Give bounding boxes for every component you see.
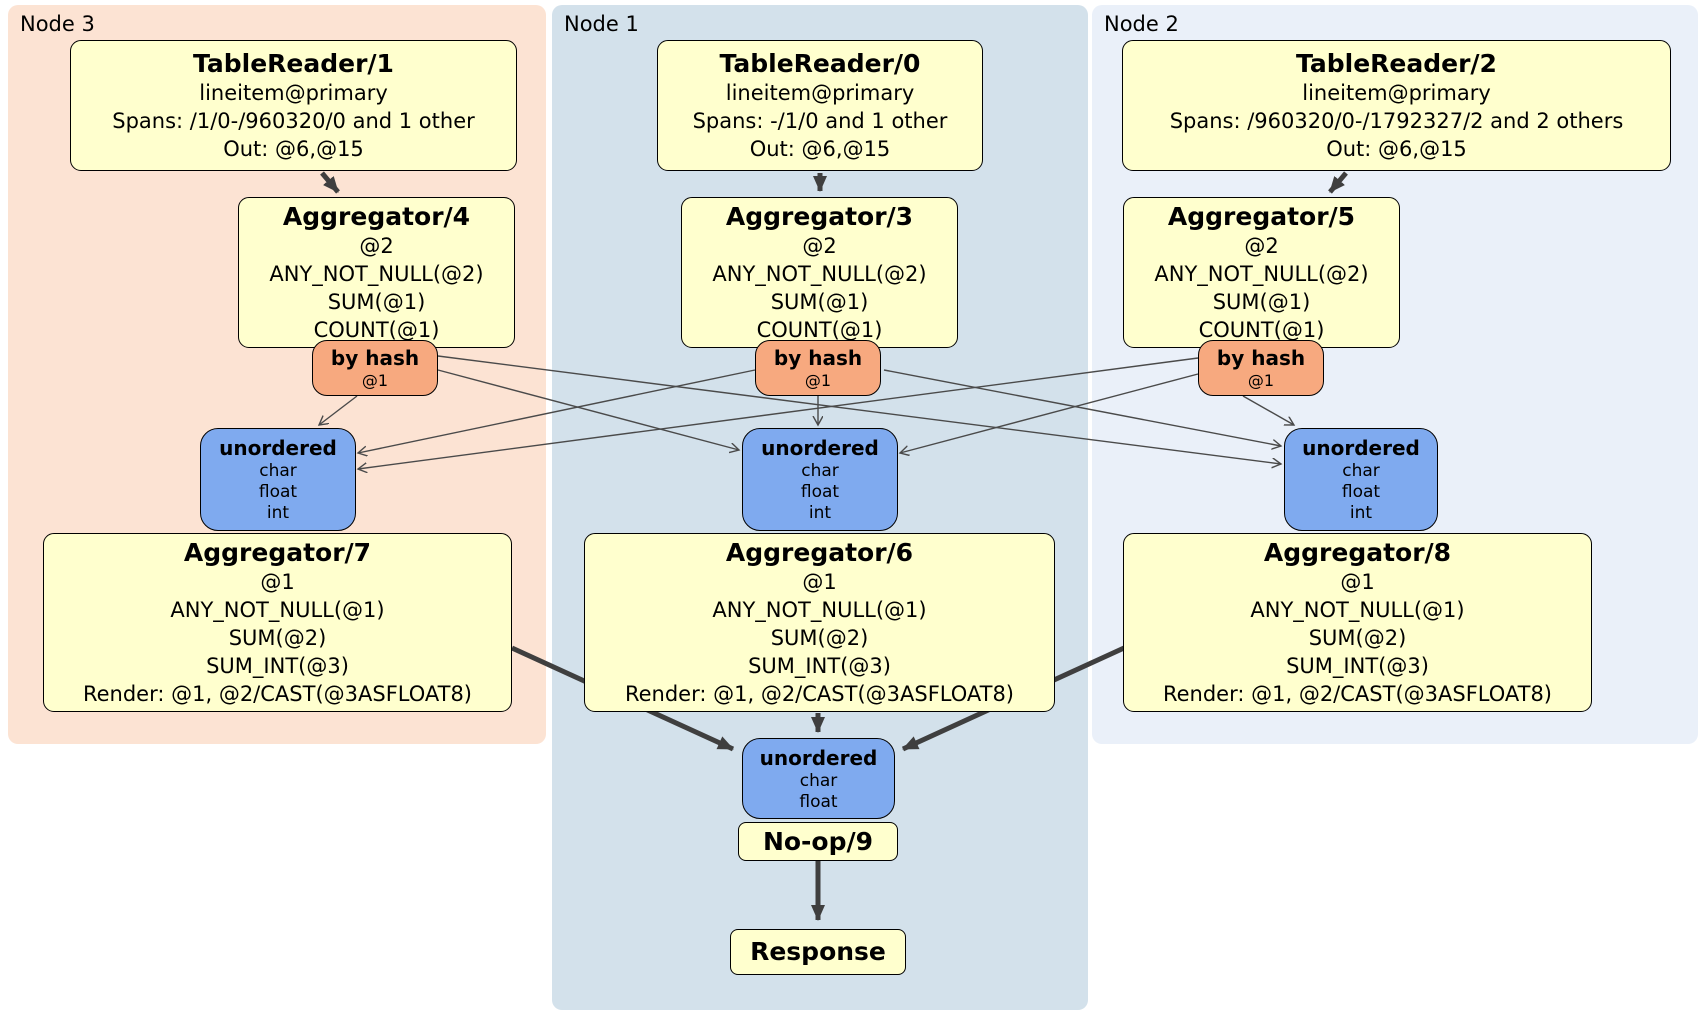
box-line: ANY_NOT_NULL(@2) — [1154, 261, 1369, 286]
box-line: SUM(@2) — [1308, 625, 1407, 650]
edge — [320, 171, 340, 194]
box-line: SUM_INT(@3) — [1286, 653, 1429, 678]
box-line: COUNT(@1) — [313, 317, 440, 342]
sync-line: float — [1341, 482, 1381, 502]
hash-router-node3: by hash @1 — [312, 340, 438, 396]
box-line: SUM_INT(@3) — [748, 653, 891, 678]
box-line: lineitem@primary — [199, 80, 388, 105]
sync-title: unordered — [759, 745, 878, 770]
edge — [1242, 395, 1294, 425]
box-title: TableReader/1 — [193, 48, 394, 78]
edge — [358, 369, 756, 453]
panel-label-node-1: Node 1 — [564, 12, 639, 36]
edge — [883, 369, 1281, 446]
box-line: @2 — [1244, 233, 1279, 258]
hash-router-node2: by hash @1 — [1198, 340, 1324, 396]
box-line: lineitem@primary — [1302, 80, 1491, 105]
box-line: SUM(@2) — [770, 625, 869, 650]
box-line: ANY_NOT_NULL(@1) — [170, 597, 385, 622]
aggregator-6-box: Aggregator/6 @1 ANY_NOT_NULL(@1) SUM(@2)… — [584, 533, 1055, 712]
unordered-sync-node3: unordered char float int — [200, 428, 356, 531]
sync-title: unordered — [1302, 436, 1420, 460]
edge — [437, 355, 1281, 464]
unordered-sync-node1: unordered char float int — [742, 428, 898, 531]
box-line: Out: @6,@15 — [749, 136, 891, 161]
box-line: Spans: -/1/0 and 1 other — [692, 108, 948, 133]
edge — [1328, 171, 1348, 194]
box-title: Aggregator/4 — [282, 201, 471, 231]
router-title: by hash — [330, 345, 420, 370]
box-line: COUNT(@1) — [1198, 317, 1325, 342]
box-title: Aggregator/6 — [725, 537, 914, 567]
tablereader-2-box: TableReader/2 lineitem@primary Spans: /9… — [1122, 40, 1671, 171]
edge — [900, 373, 1199, 453]
sync-line: char — [259, 461, 297, 481]
noop-box: No-op/9 — [738, 822, 898, 861]
box-line: SUM_INT(@3) — [206, 653, 349, 678]
box-line: Spans: /960320/0-/1792327/2 and 2 others — [1169, 108, 1624, 133]
sync-line: float — [258, 482, 298, 502]
aggregator-3-box: Aggregator/3 @2 ANY_NOT_NULL(@2) SUM(@1)… — [681, 197, 958, 348]
sync-line: char — [801, 461, 839, 481]
router-title: by hash — [773, 345, 863, 370]
edge — [358, 357, 1199, 469]
tablereader-1-box: TableReader/1 lineitem@primary Spans: /1… — [70, 40, 517, 171]
box-line: SUM(@1) — [1212, 289, 1311, 314]
sync-line: float — [800, 482, 840, 502]
aggregator-7-box: Aggregator/7 @1 ANY_NOT_NULL(@1) SUM(@2)… — [43, 533, 512, 712]
sync-line: float — [799, 791, 838, 812]
box-line: ANY_NOT_NULL(@2) — [269, 261, 484, 286]
box-line: ANY_NOT_NULL(@1) — [1250, 597, 1465, 622]
router-title: by hash — [1216, 345, 1306, 370]
box-line: @1 — [802, 569, 837, 594]
sync-line: char — [799, 770, 838, 791]
box-line: ANY_NOT_NULL(@1) — [712, 597, 927, 622]
panel-label-node-3: Node 3 — [20, 12, 95, 36]
aggregator-5-box: Aggregator/5 @2 ANY_NOT_NULL(@2) SUM(@1)… — [1123, 197, 1400, 348]
box-line: Render: @1, @2/CAST(@3ASFLOAT8) — [624, 681, 1015, 706]
box-line: Spans: /1/0-/960320/0 and 1 other — [112, 108, 475, 133]
aggregator-4-box: Aggregator/4 @2 ANY_NOT_NULL(@2) SUM(@1)… — [238, 197, 515, 348]
box-line: Render: @1, @2/CAST(@3ASFLOAT8) — [82, 681, 473, 706]
box-line: SUM(@2) — [228, 625, 327, 650]
router-line: @1 — [1247, 370, 1275, 390]
unordered-sync-node2: unordered char float int — [1284, 428, 1438, 531]
router-line: @1 — [361, 370, 389, 390]
sync-line: int — [1349, 503, 1373, 523]
box-line: Out: @6,@15 — [1326, 136, 1467, 161]
box-title: Aggregator/5 — [1167, 201, 1356, 231]
sync-line: int — [266, 503, 290, 523]
box-title: TableReader/2 — [1296, 48, 1497, 78]
response-box: Response — [730, 929, 906, 975]
unordered-sync-final: unordered char float — [742, 738, 895, 819]
box-title: Aggregator/3 — [725, 201, 914, 231]
box-line: SUM(@1) — [327, 289, 426, 314]
box-title: Aggregator/7 — [183, 537, 372, 567]
router-line: @1 — [804, 370, 832, 390]
box-title: TableReader/0 — [719, 48, 921, 78]
edge — [437, 369, 739, 450]
box-line: @1 — [1340, 569, 1375, 594]
sync-line: int — [808, 503, 832, 523]
box-line: @2 — [802, 233, 837, 258]
box-line: SUM(@1) — [770, 289, 869, 314]
edge — [319, 395, 358, 425]
box-line: Render: @1, @2/CAST(@3ASFLOAT8) — [1162, 681, 1553, 706]
hash-router-node1: by hash @1 — [755, 340, 881, 396]
aggregator-8-box: Aggregator/8 @1 ANY_NOT_NULL(@1) SUM(@2)… — [1123, 533, 1592, 712]
box-line: Out: @6,@15 — [223, 136, 364, 161]
tablereader-0-box: TableReader/0 lineitem@primary Spans: -/… — [657, 40, 983, 171]
box-line: @2 — [359, 233, 394, 258]
box-title: No-op/9 — [762, 826, 874, 856]
box-line: COUNT(@1) — [756, 317, 883, 342]
box-line: @1 — [260, 569, 295, 594]
panel-label-node-2: Node 2 — [1104, 12, 1179, 36]
sync-title: unordered — [219, 436, 337, 460]
sync-title: unordered — [761, 436, 879, 460]
box-line: lineitem@primary — [725, 80, 915, 105]
sync-line: char — [1342, 461, 1380, 481]
box-title: Response — [750, 937, 886, 966]
box-title: Aggregator/8 — [1263, 537, 1452, 567]
box-line: ANY_NOT_NULL(@2) — [712, 261, 927, 286]
